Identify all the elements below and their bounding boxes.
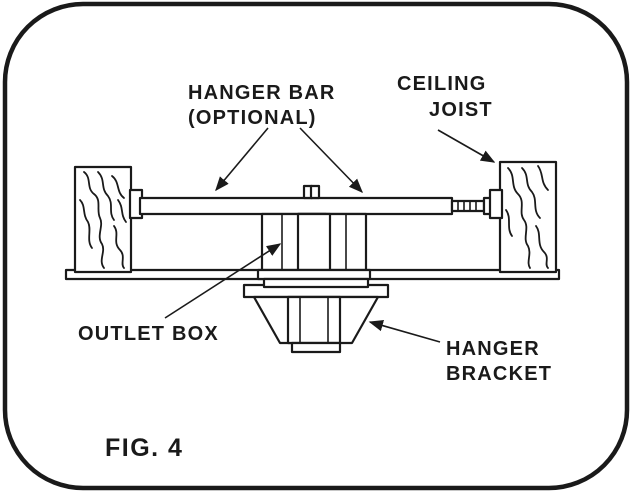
label-outlet-box: OUTLET BOX <box>78 323 219 345</box>
right-ceiling-joist <box>498 160 558 274</box>
label-hanger-bar: HANGER BAR <box>188 82 336 104</box>
outlet-box <box>256 212 372 281</box>
label-bracket: BRACKET <box>446 363 552 385</box>
label-joist: JOIST <box>429 99 493 121</box>
hanger-bracket <box>242 277 390 354</box>
label-hanger-bar-optional: (OPTIONAL) <box>188 107 317 129</box>
label-ceiling: CEILING <box>397 73 487 95</box>
label-hanger: HANGER <box>446 338 540 360</box>
leader-arrows <box>164 127 496 343</box>
left-ceiling-joist <box>73 165 133 274</box>
figure-title: FIG. 4 <box>105 434 183 462</box>
